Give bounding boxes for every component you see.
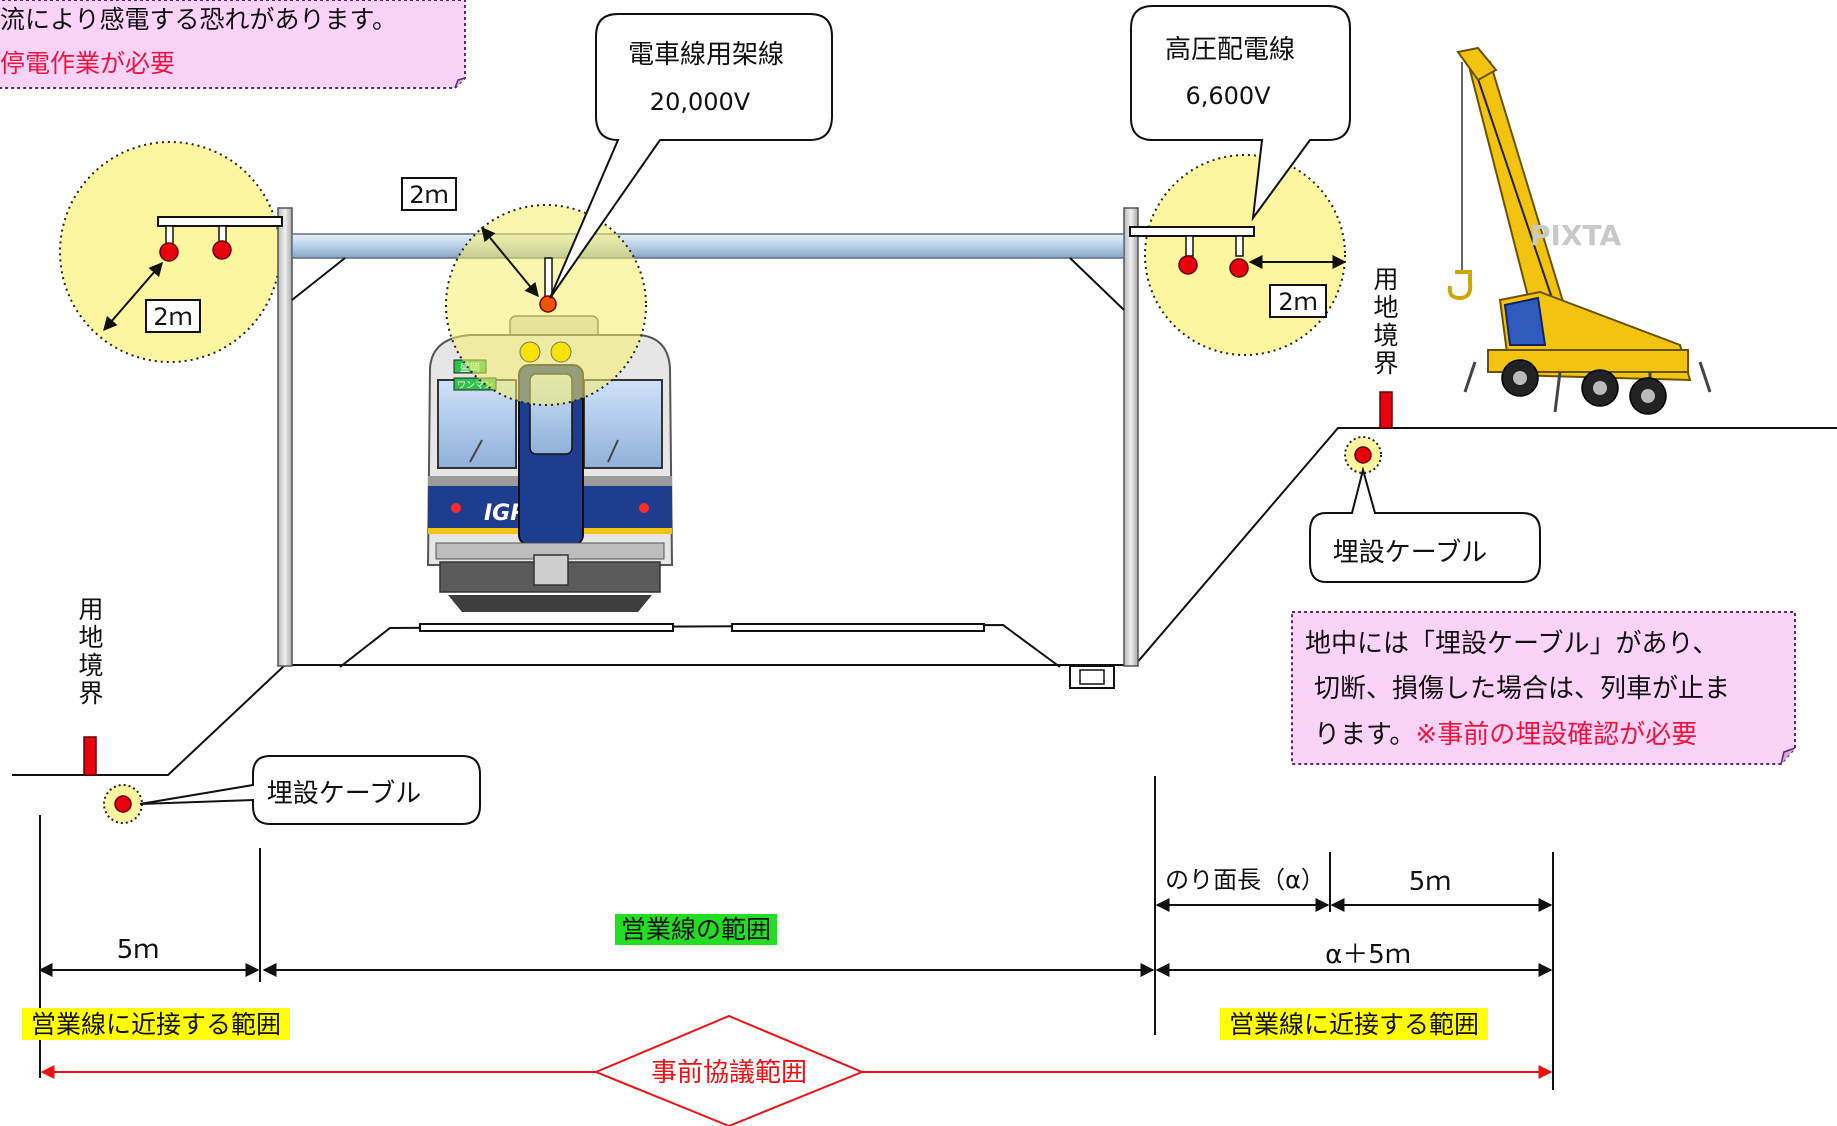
crane-hook [1447,270,1473,301]
right-cable-callout: 埋設ケーブル [1309,466,1541,583]
right-cable-callout-text: 埋設ケーブル [1333,538,1487,568]
catenary-wire [539,295,557,313]
right-boundary-marker [1379,391,1393,429]
right-5m-label: 5ｍ [1409,867,1452,897]
train: 盛岡 ワンマン IGR [426,315,674,612]
crane-cab-window [1503,296,1547,346]
right-boundary-char: 境 [1373,321,1399,350]
left-5m-label: 5ｍ [117,935,160,965]
cable-note-line3-red: ※事前の埋設確認が必要 [1415,720,1697,750]
crane-chassis [1487,349,1689,373]
cable-note-line1: 地中には「埋設ケーブル」があり、 [1305,629,1718,659]
left-boundary-char: 地 [78,623,104,652]
near-right-highlight [1220,1008,1488,1040]
headlight-right [550,341,572,363]
tail-light-right [639,503,649,513]
near-right-label: 営業線に近接する範囲 [1229,1010,1479,1039]
right-pole [1123,207,1139,667]
left-boundary-label: 用 地 境 界 [76,596,106,708]
train-skirt [448,595,652,612]
warning-note-line2: 停電作業が必要 [0,49,175,78]
cable-note-line2: 切断、損傷した場合は、列車が止ま [1314,674,1730,704]
left-wire-insulator [159,242,179,262]
cable-note-line3-black: ります。 [1314,720,1415,750]
distribution-callout: 高圧配電線 6,600V [1130,5,1351,222]
ground-profile [12,427,1837,776]
left-boundary-char: 界 [78,679,104,708]
right-clearance-label: 2ｍ [1278,288,1317,316]
crane [1447,46,1712,415]
right-buried-cable [1354,446,1372,464]
center-clearance-box [401,177,457,211]
watermark-text: PIXTA [1530,219,1621,252]
catenary-callout-title: 電車線用架線 [628,40,784,70]
crane-boom-tip [1456,46,1498,82]
trackside-box [1069,665,1115,689]
warning-note: 流により感電する恐れがあります。 停電作業が必要 [0,0,466,89]
coupler [533,554,569,586]
dimension-lines [39,776,1554,1090]
headlight-left [519,341,541,363]
left-boundary-marker [83,736,97,776]
near-left-highlight [22,1008,290,1040]
left-clearance-label: 2ｍ [153,303,192,331]
right-clearance-box [1269,284,1327,318]
center-clearance-label: 2ｍ [409,181,448,209]
consult-diamond [593,1014,865,1126]
cable-note: 地中には「埋設ケーブル」があり、 切断、損傷した場合は、列車が止ま ります。※事… [1291,611,1796,765]
right-boundary-label: 用 地 境 界 [1371,266,1401,378]
operating-line-label: 営業線の範囲 [621,915,771,944]
left-distribution-arm [157,216,283,262]
left-clearance-box [145,299,201,333]
right-boundary-char: 地 [1373,293,1399,322]
tail-light-left [451,503,461,513]
left-clearance-arrow [103,261,163,332]
left-pole [277,207,293,667]
right-distribution-arm [1129,226,1255,278]
alpha-plus-5m-label: α＋5ｍ [1325,940,1411,970]
right-wire-insulator [1229,258,1249,278]
right-danger-zone [1144,154,1346,356]
distribution-callout-voltage: 6,600V [1185,82,1271,110]
catenary-callout-voltage: 20,000V [650,88,751,116]
rail-right [731,623,985,632]
svg-text:ります。※事前の埋設確認が必要: ります。※事前の埋設確認が必要 [1314,720,1697,750]
oneman-sign-text: ワンマン [457,381,493,391]
right-boundary-char: 用 [1373,265,1399,294]
overhead-structure [277,207,1139,667]
left-boundary-char: 用 [78,595,104,624]
left-boundary-char: 境 [78,651,104,680]
left-cable-callout-text: 埋設ケーブル [267,779,421,809]
operating-line-highlight [615,914,777,945]
catenary-hanger [544,257,553,299]
near-left-label: 営業線に近接する範囲 [31,1010,281,1039]
train-window-right [583,379,663,469]
slope-length-label: のり面長（α） [1165,866,1325,894]
consult-label: 事前協議範囲 [651,1058,807,1088]
distribution-callout-title: 高圧配電線 [1165,35,1295,65]
right-boundary-char: 界 [1373,349,1399,378]
right-wire-insulator [1178,255,1198,275]
rail-left [419,623,674,632]
warning-note-line1: 流により感電する恐れがあります。 [0,5,397,34]
left-cable-callout: 埋設ケーブル [139,755,481,825]
catenary-callout: 電車線用架線 20,000V [549,13,833,299]
left-wire-insulator [212,240,232,260]
center-clearance-arrow [481,226,539,298]
crossbeam [291,233,1125,259]
left-buried-cable [114,795,132,813]
